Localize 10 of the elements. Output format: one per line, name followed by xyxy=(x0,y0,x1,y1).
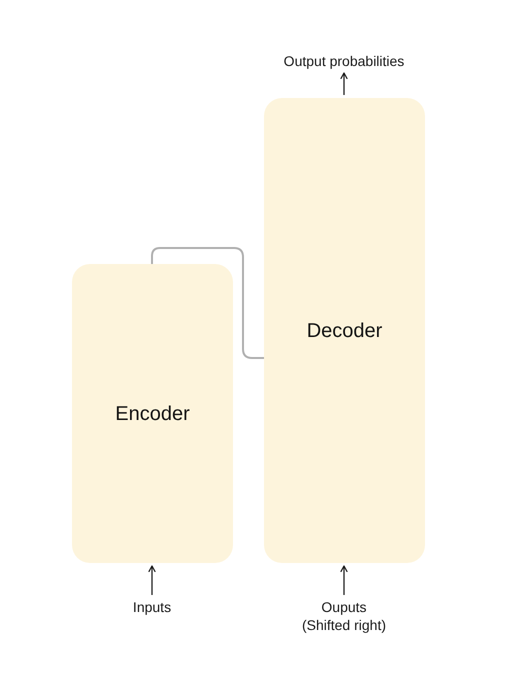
input-label: Inputs xyxy=(132,598,172,616)
arrow xyxy=(340,72,348,95)
arrow xyxy=(148,565,156,595)
decoder-block xyxy=(264,98,425,563)
block-title: Decoder xyxy=(306,318,382,342)
output-label: Output probabilities xyxy=(284,52,404,70)
encoder-block xyxy=(72,264,233,563)
arrow xyxy=(340,565,348,595)
block-title: Encoder xyxy=(115,402,190,426)
output-label: Ouputs (Shifted right) xyxy=(299,598,389,634)
